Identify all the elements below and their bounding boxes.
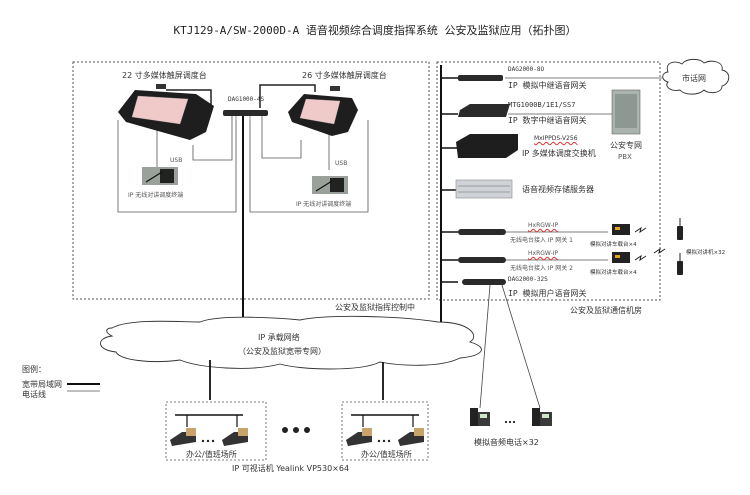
pstn-label: 市话网 [682, 74, 706, 83]
ip-network-sublabel: （公安及监狱宽带专网） [238, 347, 326, 356]
wireless-signal-icon [653, 247, 666, 255]
analog-phones-label: 模拟音频电话×32 [474, 438, 539, 447]
console-22-icon [118, 90, 214, 140]
pbx-label: 公安专网 [610, 141, 642, 150]
comm-room-boundary [436, 61, 661, 301]
device-model: HxRGW-IP [528, 250, 559, 257]
wireless-terminal-right-icon [312, 176, 348, 194]
dag2000-8o-device [458, 75, 503, 81]
analog-phone-icon [470, 408, 490, 426]
office-2-label: 办公/值班场所 [361, 450, 412, 459]
command-center-label: 公安及监狱指挥控制中 [335, 303, 415, 312]
pstn-cloud [662, 58, 730, 95]
dag2000-32s-device [462, 279, 506, 285]
video-phones-label: IP 可视话机 Yealink VP530×64 [232, 464, 350, 473]
device-model: MTG1000B/1E1/SS7 [508, 101, 576, 109]
device-model: MxIPPDS-V256 [534, 135, 578, 142]
ellipsis-icon [504, 420, 516, 424]
wireless-terminal-left-label: IP 无线对讲调度终端 [128, 192, 184, 199]
office-1-boundary [165, 401, 267, 461]
link-console26-switch [259, 84, 316, 108]
device-desc: 语音视频存储服务器 [522, 185, 594, 194]
legend-broadband-label: 宽带局域网 [22, 380, 62, 389]
ip-network-cloud [100, 315, 482, 370]
camera-icon [330, 86, 340, 91]
ip-network-label: IP 承载网络 [258, 333, 300, 342]
handheld-radio-icon [677, 226, 683, 240]
right-usb-loop [261, 115, 302, 159]
pbx-sublabel: PBX [618, 153, 632, 161]
usb-left-label: USB [170, 157, 183, 164]
legend-phone-line-label: 电话线 [22, 390, 46, 399]
hxrgw-1-device [458, 229, 506, 235]
switch-device [223, 110, 268, 116]
device-model: HxRGW-IP [528, 222, 559, 229]
device-desc: IP 数字中继语音网关 [508, 116, 587, 125]
left-console-frame [117, 120, 237, 213]
handhelds-label: 模拟对讲机×32 [686, 250, 726, 256]
hxrgw-2-device [458, 257, 506, 263]
ellipsis-icon [201, 439, 391, 443]
radio-base-2-icon [612, 252, 630, 263]
radio-base-1-label: 模拟对讲车载台×4 [590, 242, 637, 248]
device-desc: IP 模拟用户语音网关 [508, 289, 587, 298]
wireless-signal-icon [634, 226, 647, 234]
wireless-terminal-right-label: IP 无线对讲调度终端 [296, 201, 352, 208]
console-26-label: 26 寸多媒体触屏调度台 [302, 71, 387, 80]
device-desc: 无线电台接入 IP 网关 1 [510, 237, 573, 244]
camera-icon [156, 84, 166, 89]
ellipsis-icon [282, 427, 310, 433]
wireless-signal-icon [634, 254, 647, 262]
device-desc: 无线电台接入 IP 网关 2 [510, 265, 573, 272]
right-console-frame [249, 120, 369, 213]
link-console22-switch [166, 89, 212, 108]
comm-room-label: 公安及监狱通信机房 [570, 306, 642, 315]
switch-label: DAG1000-4S [228, 96, 265, 103]
office-1-label: 办公/值班场所 [186, 450, 237, 459]
command-center-boundary [72, 61, 430, 300]
device-model: DAG2000-8O [508, 66, 545, 73]
video-phone-icon [398, 428, 424, 446]
mtg1000b-device [458, 104, 510, 117]
handheld-radio-icon [677, 261, 683, 275]
console-26-icon [288, 94, 358, 136]
video-phone-icon [346, 428, 372, 446]
storage-server-device [455, 179, 513, 199]
device-desc: IP 模拟中继语音网关 [508, 81, 587, 90]
radio-base-2-label: 模拟对讲车载台×4 [590, 270, 637, 276]
usb-right-label: USB [335, 160, 348, 167]
wireless-terminal-left-icon [142, 167, 178, 185]
legend-title: 图例： [22, 365, 46, 374]
analog-phone-icon [532, 408, 552, 426]
device-desc: IP 多媒体调度交换机 [522, 149, 596, 158]
device-model: DAG2000-32S [508, 276, 548, 283]
video-phone-icon [170, 428, 196, 446]
video-phone-icon [222, 428, 248, 446]
left-usb-loop [192, 115, 233, 161]
diagram-title: KTJ129-A/SW-2000D-A 语音视频综合调度指挥系统 公安及监狱应用… [173, 24, 577, 37]
mxippds-device [456, 134, 518, 158]
console-22-label: 22 寸多媒体触屏调度台 [122, 71, 207, 80]
radio-base-1-icon [612, 224, 630, 235]
